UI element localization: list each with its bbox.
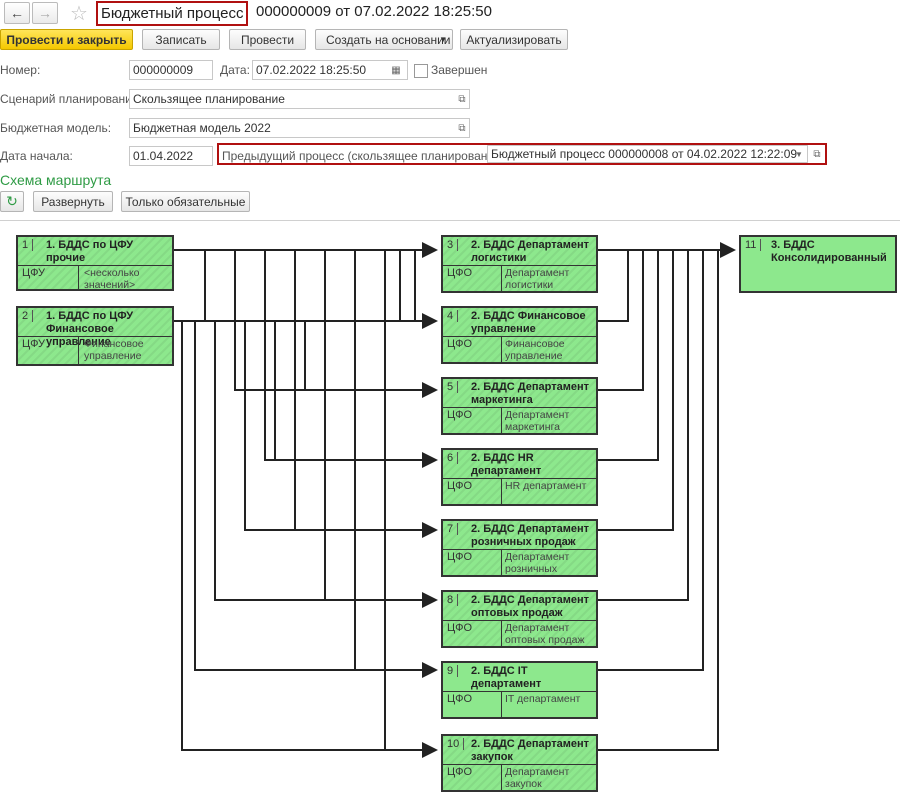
node-key: ЦФУ [22,267,45,279]
node-title: 2. БДДС Финансовое управление [471,310,586,335]
previous-process-dropdown-icon[interactable]: ▼ [795,149,803,159]
node-title: 3. БДДС Консолидированный [771,239,887,264]
node-title: 1. БДДС по ЦФУ прочие [46,239,134,264]
post-and-close-button[interactable]: Провести и закрыть [0,29,133,50]
route-scheme-title: Схема маршрута [0,172,112,188]
node-number: 9 [447,665,459,677]
route-node-3[interactable]: 3 2. БДДС Департамент логистики ЦФО Депа… [441,235,598,293]
node-title: 2. БДДС Департамент розничных продаж [471,523,590,548]
node-number: 2 [22,310,34,322]
refresh-icon: ↻ [6,193,18,209]
page-title-rest: 000000009 от 07.02.2022 18:25:50 [256,3,492,20]
back-button[interactable]: ← [4,2,30,24]
node-key: ЦФО [447,551,473,563]
open-model-icon[interactable]: ⧉ [458,122,466,134]
arrow-right-icon: → [38,5,52,21]
route-node-5[interactable]: 5 2. БДДС Департамент маркетинга ЦФО Деп… [441,377,598,435]
node-value: Финансовое управление [505,338,565,362]
required-only-button[interactable]: Только обязательные [121,191,250,212]
date-field[interactable]: 07.02.2022 18:25:50 [252,60,408,80]
dropdown-arrow-icon: ▼ [439,35,447,44]
node-value: Департамент розничных [505,551,570,575]
completed-label: Завершен [431,63,488,77]
node-value: HR департамент [505,480,587,492]
separator [0,220,900,221]
node-value: Финансовое управление [84,338,144,362]
node-number: 10 [447,738,465,750]
start-date-field[interactable]: 01.04.2022 [129,146,213,166]
node-number: 5 [447,381,459,393]
route-node-11[interactable]: 11 3. БДДС Консолидированный [739,235,897,293]
number-field[interactable]: 000000009 [129,60,213,80]
route-node-4[interactable]: 4 2. БДДС Финансовое управление ЦФО Фина… [441,306,598,364]
refresh-button[interactable]: ↻ [0,191,24,212]
node-title: 1. БДДС по ЦФУ Финансовое управление [46,310,134,348]
post-button[interactable]: Провести [229,29,306,50]
start-date-label: Дата начала: [0,149,73,163]
node-key: ЦФО [447,693,473,705]
favorite-star-icon[interactable]: ☆ [70,3,88,25]
node-value: Департамент маркетинга [505,409,570,433]
route-node-8[interactable]: 8 2. БДДС Департамент оптовых продаж ЦФО… [441,590,598,648]
node-title: 2. БДДС HR департамент [471,452,542,477]
node-key: ЦФУ [22,338,45,350]
node-number: 1 [22,239,34,251]
previous-process-group [217,143,827,165]
route-node-6[interactable]: 6 2. БДДС HR департамент ЦФО HR департам… [441,448,598,506]
node-key: ЦФО [447,480,473,492]
node-value: Департамент оптовых продаж [505,622,585,646]
page-title-highlight: Бюджетный процесс [96,1,249,26]
number-label: Номер: [0,63,41,77]
scenario-label: Сценарий планирования: [0,92,142,106]
previous-process-label: Предыдущий процесс (скользящее планирова… [222,149,509,163]
route-node-1[interactable]: 1 1. БДДС по ЦФУ прочие ЦФУ <несколько з… [16,235,174,291]
node-number: 7 [447,523,459,535]
node-number: 8 [447,594,459,606]
node-key: ЦФО [447,409,473,421]
node-key: ЦФО [447,766,473,778]
create-based-on-button[interactable]: Создать на основании ▼ [315,29,453,50]
node-title: 2. БДДС Департамент маркетинга [471,381,590,406]
save-button[interactable]: Записать [142,29,220,50]
create-based-on-label: Создать на основании [326,32,451,47]
node-value: <несколько значений> [84,267,140,291]
node-number: 11 [745,239,762,251]
calendar-icon[interactable]: ▦ [391,64,401,76]
node-value: Департамент логистики [505,267,570,291]
node-number: 3 [447,239,459,251]
node-number: 6 [447,452,459,464]
node-title: 2. БДДС Департамент логистики [471,239,590,264]
expand-button[interactable]: Развернуть [33,191,113,212]
update-button[interactable]: Актуализировать [460,29,568,50]
arrow-left-icon: ← [10,5,24,21]
node-title: 2. БДДС IT департамент [471,665,542,690]
node-key: ЦФО [447,338,473,350]
node-key: ЦФО [447,622,473,634]
model-field[interactable]: Бюджетная модель 2022 [129,118,470,138]
scenario-field[interactable]: Скользящее планирование [129,89,470,109]
model-label: Бюджетная модель: [0,121,112,135]
date-label: Дата: [220,63,250,77]
node-key: ЦФО [447,267,473,279]
node-title: 2. БДДС Департамент закупок [471,738,590,763]
open-scenario-icon[interactable]: ⧉ [458,93,466,105]
node-number: 4 [447,310,459,322]
route-node-10[interactable]: 10 2. БДДС Департамент закупок ЦФО Депар… [441,734,598,792]
route-node-7[interactable]: 7 2. БДДС Департамент розничных продаж Ц… [441,519,598,577]
route-node-2[interactable]: 2 1. БДДС по ЦФУ Финансовое управление Ц… [16,306,174,366]
route-node-9[interactable]: 9 2. БДДС IT департамент ЦФО IT департам… [441,661,598,719]
completed-checkbox[interactable] [414,64,428,78]
open-previous-process-icon[interactable]: ⧉ [813,148,821,160]
node-value: Департамент закупок [505,766,570,790]
previous-process-field[interactable]: Бюджетный процесс 000000008 от 04.02.202… [487,145,808,163]
node-title: 2. БДДС Департамент оптовых продаж [471,594,590,619]
forward-button[interactable]: → [32,2,58,24]
node-value: IT департамент [505,693,581,705]
